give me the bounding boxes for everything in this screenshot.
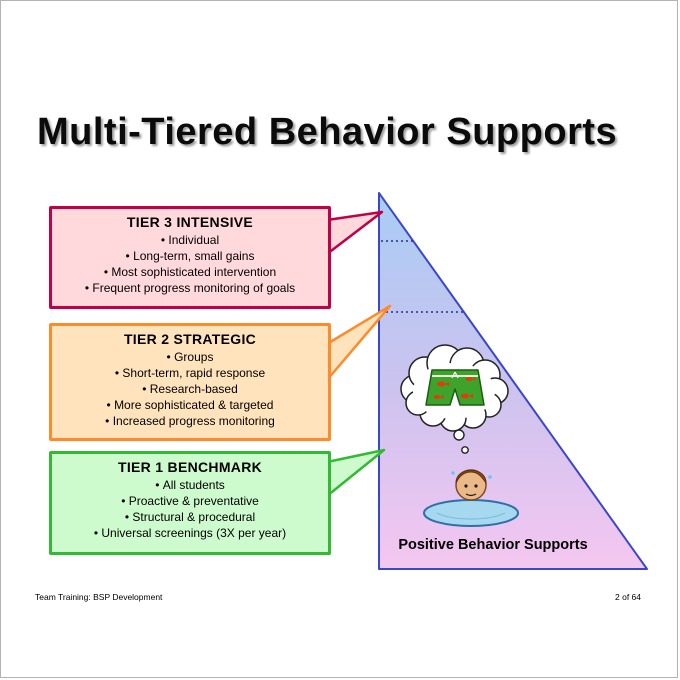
tier3-callout: TIER 3 INTENSIVE Individual Long-term, s… xyxy=(49,206,331,309)
thought-bubble-large xyxy=(453,429,465,441)
boy-thinking-illustration xyxy=(400,344,519,527)
pyramid-triangle xyxy=(378,192,648,570)
bullet-item: All students xyxy=(52,477,328,493)
bullet-item: Increased progress monitoring xyxy=(52,413,328,429)
tier2-bullets: Groups Short-term, rapid response Resear… xyxy=(52,349,328,429)
tier1-callout: TIER 1 BENCHMARK All students Proactive … xyxy=(49,451,331,555)
tier2-callout-pointer xyxy=(325,304,392,382)
tier1-title: TIER 1 BENCHMARK xyxy=(117,459,263,475)
boy-head xyxy=(451,469,492,501)
bullet-item: Research-based xyxy=(52,381,328,397)
bullet-item: Short-term, rapid response xyxy=(52,365,328,381)
slide-title: Multi-Tiered Behavior Supports xyxy=(37,111,618,153)
tier2-callout: TIER 2 STRATEGIC Groups Short-term, rapi… xyxy=(49,323,331,441)
tier1-bullets: All students Proactive & preventative St… xyxy=(52,477,328,541)
thought-bubble-small xyxy=(461,446,469,454)
bullet-item: Groups xyxy=(52,349,328,365)
sweat-drop xyxy=(488,475,492,479)
bullet-item: Most sophisticated intervention xyxy=(52,264,328,280)
bullet-item: Frequent progress monitoring of goals xyxy=(52,280,328,296)
fish-pattern xyxy=(433,377,476,399)
page-number: 2 of 64 xyxy=(615,592,641,602)
tier3-bullets: Individual Long-term, small gains Most s… xyxy=(52,232,328,296)
footer-left: Team Training: BSP Development xyxy=(35,592,163,602)
thought-cloud xyxy=(400,344,509,432)
water-ellipse xyxy=(423,499,519,527)
sweat-drop xyxy=(451,471,455,475)
bullet-item: More sophisticated & targeted xyxy=(52,397,328,413)
thought-cloud-inner xyxy=(413,363,495,419)
bullet-item: Long-term, small gains xyxy=(52,248,328,264)
tier3-title: TIER 3 INTENSIVE xyxy=(126,214,254,230)
bullet-item: Individual xyxy=(52,232,328,248)
water-ripple xyxy=(436,512,506,520)
triangle-caption: Positive Behavior Supports xyxy=(398,537,588,553)
tier3-callout-pointer xyxy=(325,210,384,256)
bullet-item: Structural & procedural xyxy=(52,509,328,525)
bullet-item: Universal screenings (3X per year) xyxy=(52,525,328,541)
tier2-title: TIER 2 STRATEGIC xyxy=(123,331,257,347)
swim-trunks xyxy=(425,369,485,406)
bullet-item: Proactive & preventative xyxy=(52,493,328,509)
tier1-callout-pointer xyxy=(325,448,386,498)
